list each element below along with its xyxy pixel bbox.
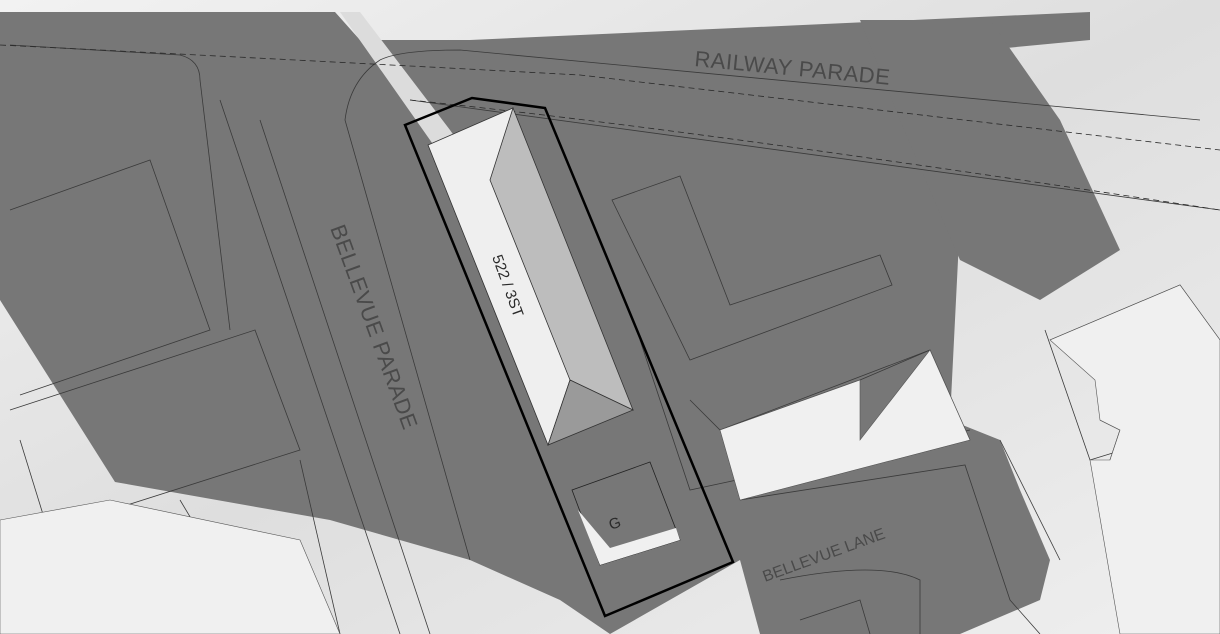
roof-shaded-face (547, 379, 634, 446)
garage-light (578, 510, 680, 565)
property-boundary[interactable] (403, 96, 735, 618)
lot-light-center (719, 349, 971, 501)
shadow-lobe (860, 20, 1120, 300)
rail-lines (0, 44, 1220, 211)
lot-light-right (1049, 284, 1220, 634)
lot-light-bottom-left (0, 499, 341, 634)
garage-label: G (607, 514, 624, 534)
